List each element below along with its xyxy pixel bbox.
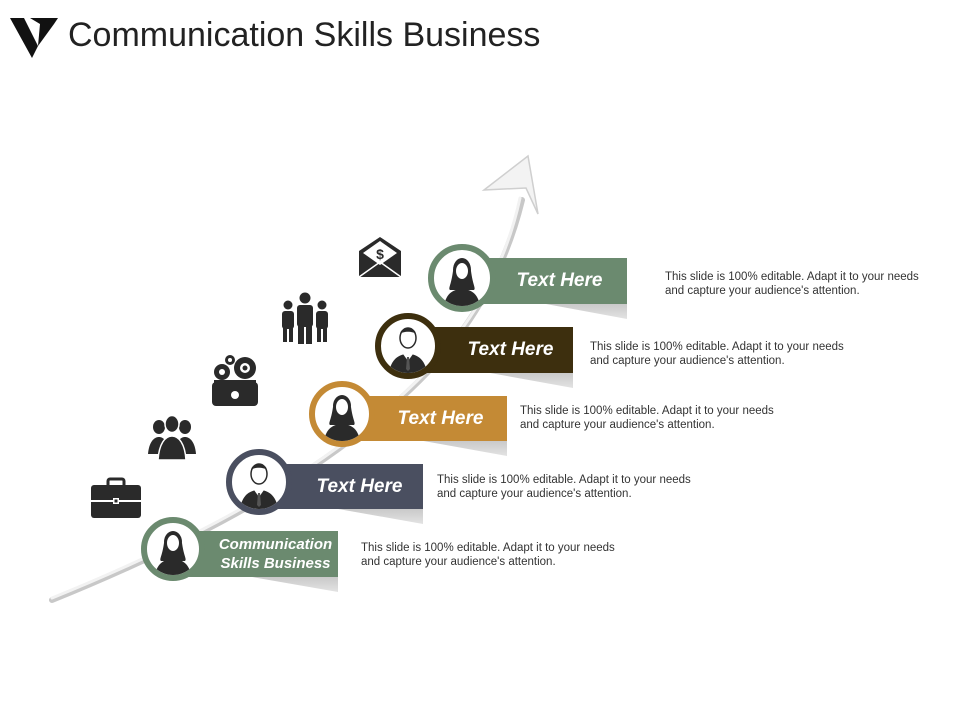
team-icon [282, 292, 328, 344]
man-icon [389, 327, 427, 373]
step-2-desc: This slide is 100% editable. Adapt it to… [437, 474, 691, 500]
briefcase-icon [91, 477, 141, 518]
man-icon [240, 463, 278, 509]
step-4-desc: This slide is 100% editable. Adapt it to… [590, 341, 844, 367]
step-1-avatar [141, 517, 205, 581]
money-envelope-icon: $ [358, 237, 402, 278]
gears-icon [212, 355, 258, 406]
page-title: Communication Skills Business [68, 16, 541, 54]
step-2-label: Text Here [316, 475, 403, 497]
group-icon [148, 414, 196, 460]
step-4-label: Text Here [467, 339, 554, 360]
step-2-avatar [226, 449, 292, 515]
woman-icon [155, 531, 191, 575]
brand-logo-icon [10, 18, 58, 58]
step-5-desc: This slide is 100% editable. Adapt it to… [665, 271, 919, 297]
step-3-label: Text Here [397, 407, 484, 429]
woman-icon [324, 395, 360, 441]
step-5-banner[interactable]: Text Here [470, 258, 627, 304]
step-3-avatar [309, 381, 375, 447]
step-4-avatar [375, 313, 441, 379]
step-1-desc: This slide is 100% editable. Adapt it to… [361, 542, 615, 568]
step-5-label: Text Here [516, 270, 603, 291]
svg-text:$: $ [376, 246, 384, 262]
step-3-desc: This slide is 100% editable. Adapt it to… [520, 405, 774, 431]
woman-icon [444, 258, 480, 306]
step-1-label: Communication Skills Business [218, 536, 333, 572]
step-5-avatar [428, 244, 496, 312]
